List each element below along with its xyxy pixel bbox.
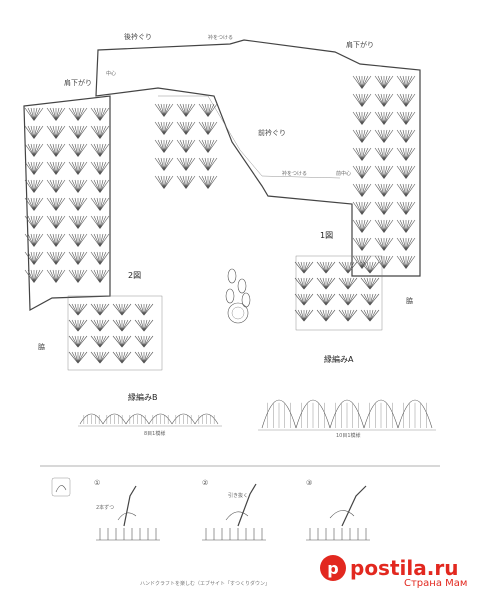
step-2-number: ② bbox=[202, 479, 209, 487]
edging-a-chart bbox=[258, 399, 436, 431]
footer-credit: ハンドクラフトを楽しむ（エブサイト「すつくりダウン」 bbox=[140, 581, 271, 587]
side-right-label: 脇 bbox=[406, 297, 413, 305]
repeat-b-label: 8目1模様 bbox=[144, 431, 166, 437]
repeat-a-label: 10目1模様 bbox=[336, 433, 361, 439]
yarn-ball-icon bbox=[225, 268, 251, 324]
step-2-note: 引き抜く bbox=[228, 493, 249, 499]
fig1-label: 1図 bbox=[320, 231, 334, 240]
right-panel-stitches bbox=[352, 75, 416, 269]
watermark: p postila.ru bbox=[320, 548, 472, 588]
attach-collar-mid-label: 衿をつける bbox=[282, 171, 308, 177]
shoulder-drop-left-label: 肩下がり bbox=[64, 79, 92, 87]
center-back-label: 中心 bbox=[106, 71, 117, 77]
shoulder-drop-right-label: 肩下がり bbox=[346, 41, 374, 49]
step-1-number: ① bbox=[94, 479, 101, 487]
side-left-label: 脇 bbox=[38, 343, 45, 351]
attach-collar-top-label: 衿をつける bbox=[208, 35, 234, 41]
edging-b-label: 縁編みB bbox=[128, 393, 158, 402]
center-front-label: 前中心 bbox=[336, 171, 352, 177]
fig1-block bbox=[294, 255, 383, 331]
step-1-note: 2本ずつ bbox=[96, 505, 115, 511]
fig2-label: 2図 bbox=[128, 271, 142, 280]
mid-panel-stitches bbox=[154, 103, 218, 189]
left-panel-stitches bbox=[24, 107, 110, 283]
fig2-block bbox=[67, 295, 163, 371]
step-3-number: ③ bbox=[306, 479, 313, 487]
watermark-subtext: Страна Мам bbox=[404, 578, 468, 589]
edging-a-label: 縁編みA bbox=[324, 355, 354, 364]
postila-logo-icon: p bbox=[320, 555, 346, 581]
watermark-text: postila.ru bbox=[350, 556, 459, 580]
step-illustrations bbox=[51, 477, 370, 541]
back-neckline-label: 後衿ぐり bbox=[124, 33, 152, 41]
front-neckline-label: 前衿ぐり bbox=[258, 129, 286, 137]
edging-b-chart bbox=[78, 413, 222, 427]
